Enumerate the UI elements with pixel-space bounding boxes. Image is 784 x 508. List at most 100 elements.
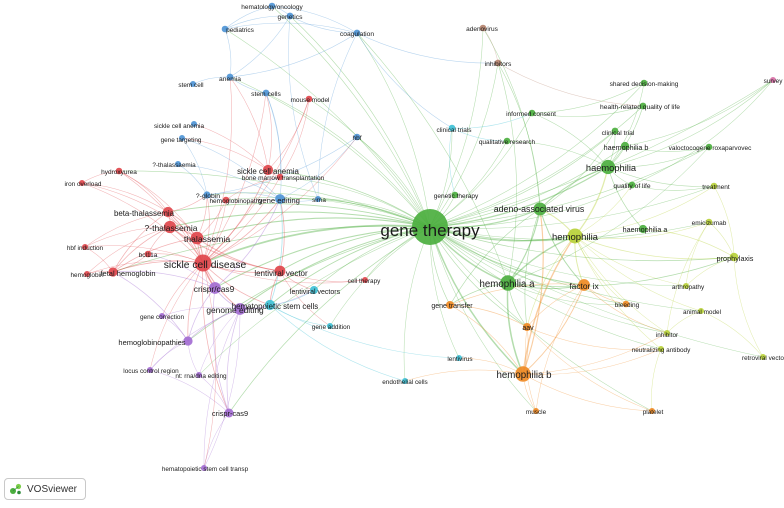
label-gene-addition[interactable]: gene addition [312,324,351,331]
node-factor-ix[interactable] [578,279,590,291]
node-adeno-associated-virus[interactable] [533,202,547,216]
label-emicizumab[interactable]: emicizumab [692,220,727,227]
node-clinical-trial[interactable] [611,127,619,135]
label-locus-control-region[interactable]: locus control region [123,368,179,375]
node-locus-control-region[interactable] [147,367,153,373]
label-fetal-hemoglobin[interactable]: fetal hemoglobin [100,269,155,278]
node-beta-thalassaemia[interactable] [175,161,181,167]
label-beta-thalassemia-greek[interactable]: ?-thalassemia [145,223,198,233]
node-clinical-trials[interactable] [448,124,456,132]
label-gene-targeting[interactable]: gene targeting [161,137,202,144]
label-beta-thalassemia[interactable]: beta-thalassemia [114,209,175,218]
vosviewer-badge[interactable]: VOSviewer [4,478,87,500]
node-pediatrics[interactable] [221,25,229,33]
label-beta-thalassaemia[interactable]: ?-thalassaemia [152,162,196,169]
label-clinical-trials[interactable]: clinical trials [436,127,472,134]
label-factor-ix[interactable]: factor ix [569,281,599,291]
label-nt-rna-dna-editing[interactable]: nt: rna/dna editing [175,373,227,380]
label-anemia[interactable]: anemia [219,76,241,83]
label-mouse-model[interactable]: mouse model [290,97,330,104]
label-lentiviral-vector[interactable]: lentiviral vector [254,269,308,278]
node-sickle-cell-disease[interactable] [194,254,212,272]
label-hemoglobinopathies[interactable]: hemoglobinopathies [118,338,185,347]
label-aav[interactable]: aav [522,325,534,332]
label-haemophilia-a[interactable]: haemophilia a [623,225,668,234]
label-stem-cells[interactable]: stem cells [251,91,281,98]
node-arthropathy[interactable] [683,283,689,289]
label-iron-overload[interactable]: iron overload [65,181,102,188]
node-beta-thalassemia-greek[interactable] [163,220,177,234]
label-genome-editing[interactable]: genome editing [206,305,264,315]
node-gene-correction[interactable] [159,313,165,319]
node-genetic-therapy[interactable] [451,191,459,199]
label-lentiviral-vectors[interactable]: lentiviral vectors [290,289,341,296]
node-sickle-cell-anemia-i[interactable] [191,121,197,127]
label-gene-editing[interactable]: gene editing [258,196,300,205]
label-shared-decision-making[interactable]: shared decision-making [610,81,679,88]
node-inhibitor[interactable] [664,330,670,336]
node-gene-editing[interactable] [275,194,285,204]
label-haemophilia[interactable]: haemophilia [586,163,637,173]
node-informed-consent[interactable] [528,109,536,117]
node-fetal-hemoglobin[interactable] [108,267,118,277]
node-stem-cells[interactable] [262,89,270,97]
node-hbf[interactable] [353,133,361,141]
node-sickle-cell-anemia[interactable] [262,164,274,176]
label-gene-transfer[interactable]: gene transfer [431,303,473,310]
node-hematopoietic-stem-cell-transp[interactable] [201,465,207,471]
label-health-related-quality-of-life[interactable]: health-related quality of life [600,104,680,111]
node-stem-cell[interactable] [190,81,196,87]
node-platelet[interactable] [649,408,655,414]
node-adenovirus[interactable] [479,24,487,32]
node-bleeding[interactable] [622,300,630,308]
label-sickle-cell-anemia-i[interactable]: sickle cell anemia [154,123,205,130]
label-stem-cell[interactable]: stem cell [178,82,203,89]
label-hemophilia[interactable]: hemophilia [552,232,599,243]
label-valoctocogene-roxaparvovec[interactable]: valoctocogene roxaparvovec [669,145,752,152]
label-thalassemia[interactable]: thalassemia [184,234,231,244]
label-platelet[interactable]: platelet [643,409,664,416]
node-endothelial-cells[interactable] [402,378,408,384]
label-animal-model[interactable]: animal model [683,309,721,316]
label-crispr-cas9[interactable]: crispr-cas9 [212,409,248,418]
label-genetics[interactable]: genetics [278,14,304,21]
node-nt-rna-dna-editing[interactable] [196,372,202,378]
label-haemophilia-b[interactable]: haemophilia b [604,143,649,152]
node-hydroxyurea[interactable] [115,167,123,175]
node-haemophilia[interactable] [600,159,616,175]
node-hematopoietic-stem-cells[interactable] [264,299,276,311]
label-hematopoietic-stem-cell-transp[interactable]: hematopoietic stem cell transp [162,466,249,473]
label-genetic-therapy[interactable]: genetic therapy [434,193,479,200]
node-mouse-model[interactable] [305,95,313,103]
node-retroviral-vector[interactable] [760,354,766,360]
node-qualitative-research[interactable] [503,137,511,145]
node-survey[interactable] [770,77,776,83]
node-genetics[interactable] [286,12,294,20]
node-muscle[interactable] [533,408,539,414]
label-muscle[interactable]: muscle [526,409,547,416]
label-neutralizing-antibody[interactable]: neutralizing antibody [632,347,691,354]
node-hemophilia-b[interactable] [515,366,531,382]
node-bcl11a[interactable] [144,250,152,258]
label-hematopoietic-stem-cells[interactable]: hematopoietic stem cells [232,302,318,311]
node-genome-editing[interactable] [234,303,246,315]
node-crispr-cas9-lower[interactable] [209,282,221,294]
node-cell-therapy[interactable] [362,277,368,283]
label-arthropathy[interactable]: arthropathy [672,284,705,291]
node-lentiviral-vector[interactable] [274,265,286,277]
node-coagulation[interactable] [353,29,361,37]
label-inhibitors[interactable]: inhibitors [485,61,512,68]
node-hemoglobinopathies[interactable] [183,336,193,346]
label-qualitative-research[interactable]: qualitative research [479,139,536,146]
node-hemophilia-a[interactable] [500,275,516,291]
node-gene-targeting[interactable] [179,135,185,141]
node-inhibitors[interactable] [494,59,502,67]
node-emicizumab[interactable] [705,218,713,226]
label-hemophilia-a[interactable]: hemophilia a [480,279,536,290]
label-adeno-associated-virus[interactable]: adeno-associated virus [494,204,585,214]
node-valoctocogene-roxaparvovec[interactable] [705,143,713,151]
label-hbf[interactable]: hbf [352,135,361,142]
node-beta-thalassemia[interactable] [162,206,174,218]
